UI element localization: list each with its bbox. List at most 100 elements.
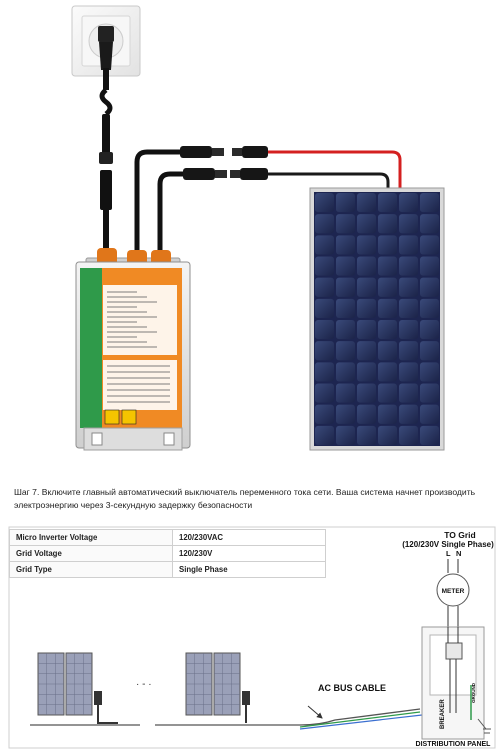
solar-cell	[378, 404, 397, 424]
solar-cell	[357, 320, 376, 340]
solar-cell	[315, 341, 334, 361]
solar-cell	[399, 256, 418, 276]
solar-cell	[420, 193, 439, 213]
solar-cell	[420, 277, 439, 297]
solar-module-group-right	[185, 652, 250, 723]
solar-cell	[399, 298, 418, 318]
solar-cell	[420, 320, 439, 340]
solar-cell	[315, 214, 334, 234]
solar-cell	[399, 235, 418, 255]
solar-cell	[315, 298, 334, 318]
solar-cell	[420, 404, 439, 424]
solar-cell	[399, 320, 418, 340]
solar-cell	[315, 404, 334, 424]
solar-cell	[378, 341, 397, 361]
solar-cell	[357, 298, 376, 318]
meter: METER	[436, 573, 470, 607]
ac-bus-cable	[30, 708, 421, 726]
solar-cell	[315, 425, 334, 445]
solar-cell	[399, 277, 418, 297]
solar-cell	[315, 193, 334, 213]
meter-label: METER	[442, 588, 465, 595]
solar-cell	[336, 235, 355, 255]
distribution-panel-label: DISTRIBUTION PANEL	[416, 741, 492, 748]
solar-cell	[315, 320, 334, 340]
solar-cell	[357, 362, 376, 382]
solar-cell	[420, 341, 439, 361]
solar-cell	[420, 298, 439, 318]
solar-cell	[420, 235, 439, 255]
solar-cell	[399, 193, 418, 213]
solar-cell	[357, 256, 376, 276]
solar-cell	[378, 277, 397, 297]
phase-l-label: L	[446, 549, 451, 558]
solar-cell	[378, 214, 397, 234]
solar-cell	[378, 320, 397, 340]
negative-wire	[268, 172, 390, 190]
solar-cell	[420, 425, 439, 445]
solar-cell	[420, 383, 439, 403]
micro-inverter	[75, 248, 191, 451]
solar-cell	[336, 362, 355, 382]
solar-cell	[336, 256, 355, 276]
solar-cell	[315, 256, 334, 276]
solar-cell	[399, 383, 418, 403]
spec-value: 120/230VAC	[172, 529, 326, 546]
solar-cell	[357, 341, 376, 361]
breaker-label: BREAKER	[440, 699, 446, 729]
solar-cell	[420, 214, 439, 234]
phase-n-label: N	[456, 549, 461, 558]
mc4-connectors	[180, 146, 268, 180]
solar-cell	[399, 214, 418, 234]
solar-cell	[315, 362, 334, 382]
solar-cell	[336, 320, 355, 340]
inverter-illustration	[71, 5, 445, 451]
to-grid-subtitle: (120/230V Single Phase)	[402, 540, 494, 549]
solar-cell	[315, 277, 334, 297]
solar-cell	[357, 404, 376, 424]
wiring-diagram: · - · AC BUS CABLE TO Grid (120/230V Sin…	[8, 526, 496, 749]
solar-cell	[399, 425, 418, 445]
solar-cell	[336, 425, 355, 445]
solar-cell	[357, 383, 376, 403]
solar-cell	[357, 425, 376, 445]
dc-cables	[134, 149, 183, 262]
solar-cell	[399, 362, 418, 382]
ground-label: GROUND	[471, 682, 476, 703]
solar-cell	[336, 214, 355, 234]
solar-cell	[378, 362, 397, 382]
to-grid-title: TO Grid	[444, 530, 476, 540]
solar-cell	[378, 383, 397, 403]
spec-label: Grid Voltage	[9, 545, 173, 562]
step-text: Шаг 7. Включите главный автоматический в…	[14, 486, 494, 512]
ac-bus-cable-label: AC BUS CABLE	[318, 683, 386, 693]
power-plug	[98, 26, 114, 262]
solar-cell	[378, 235, 397, 255]
solar-cell	[420, 256, 439, 276]
solar-cell	[336, 298, 355, 318]
spec-label: Grid Type	[9, 561, 173, 578]
solar-cell	[357, 214, 376, 234]
solar-panel	[309, 187, 445, 451]
solar-cell	[357, 193, 376, 213]
distribution-panel: BREAKER GROUND	[421, 626, 491, 740]
step-text-line-2: электроэнергию через 3-секундную задержк…	[14, 500, 253, 510]
solar-cell	[420, 362, 439, 382]
solar-cell	[357, 235, 376, 255]
spec-value: 120/230V	[172, 545, 326, 562]
solar-cell	[336, 277, 355, 297]
solar-module-group-left	[37, 652, 118, 724]
ellipsis-dots: · - ·	[136, 679, 152, 690]
solar-cell	[315, 383, 334, 403]
solar-cell	[336, 193, 355, 213]
solar-cell	[336, 404, 355, 424]
solar-cell	[315, 235, 334, 255]
solar-cell	[399, 341, 418, 361]
solar-cell	[378, 256, 397, 276]
solar-cell	[336, 341, 355, 361]
solar-cell	[378, 193, 397, 213]
solar-cell	[357, 277, 376, 297]
spec-value: Single Phase	[172, 561, 326, 578]
solar-cell	[336, 383, 355, 403]
